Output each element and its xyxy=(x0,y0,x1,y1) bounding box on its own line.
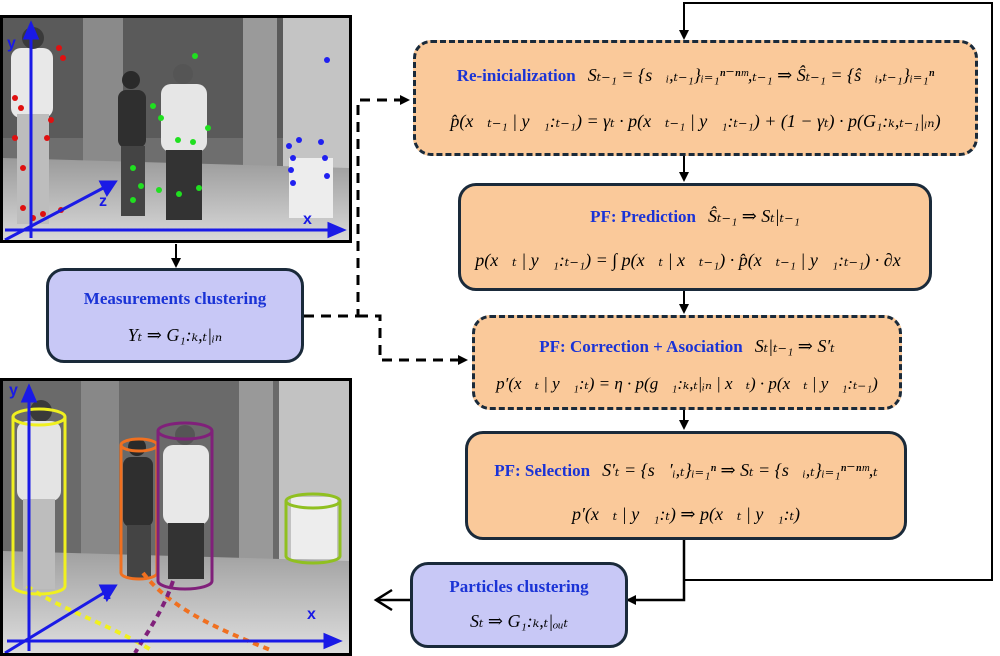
node-prediction: PF: Prediction Ŝₜ₋₁ ⇒ Sₜ|ₜ₋₁ p(x⃗ₜ | y⃗₁… xyxy=(458,183,932,291)
top-camera-frame: y x z xyxy=(0,15,352,243)
axis-label-z: z xyxy=(99,193,107,210)
node-title: PF: Prediction xyxy=(590,207,697,226)
box-object xyxy=(289,158,333,218)
axis-label-y: y xyxy=(7,35,16,52)
axis-label-x: x xyxy=(307,606,316,623)
node-equation-1: Sₜ ⇒ G₁:ₖ,ₜ|ₒᵤₜ xyxy=(469,611,569,631)
node-reinitialization: Re-inicialization Sₜ₋₁ = {s⃗ᵢ,ₜ₋₁}ᵢ₌₁ⁿ⁻ⁿ… xyxy=(413,40,978,156)
node-equation-1: Sₜ|ₜ₋₁ ⇒ S′ₜ xyxy=(754,336,835,356)
node-equation-1: Sₜ₋₁ = {s⃗ᵢ,ₜ₋₁}ᵢ₌₁ⁿ⁻ⁿᵐ,ₜ₋₁ ⇒ Ŝₜ₋₁ = {ŝ⃗… xyxy=(587,65,935,85)
trajectory-orange xyxy=(141,571,274,653)
node-correction: PF: Correction + Asociation Sₜ|ₜ₋₁ ⇒ S′ₜ… xyxy=(472,315,902,410)
top-frame-svg: y x z xyxy=(3,18,349,240)
node-measurements-clustering: Measurements clustering Yₜ ⇒ G₁:ₖ,ₜ|ᵢₙ xyxy=(46,268,304,363)
cylinder-purple xyxy=(156,421,214,591)
node-title: PF: Correction + Asociation xyxy=(539,337,743,356)
node-equation-2: p′(x⃗ₜ | y⃗₁:ₜ) = η · p(g⃗₁:ₖ,ₜ|ᵢₙ | x⃗ₜ… xyxy=(496,374,878,393)
node-title: Re-inicialization xyxy=(456,66,576,85)
axes-3d xyxy=(4,383,343,653)
node-equation-2: p′(x⃗ₜ | y⃗₁:ₜ) ⇒ p(x⃗ₜ | y⃗₁:ₜ) xyxy=(571,504,801,524)
bottom-frame-svg: y x z xyxy=(3,381,349,653)
person-dark xyxy=(118,90,146,148)
node-particles-clustering: Particles clustering Sₜ ⇒ G₁:ₖ,ₜ|ₒᵤₜ xyxy=(410,562,628,648)
node-equation-2: p(x⃗ₜ | y⃗₁:ₜ₋₁) = ∫ p(x⃗ₜ | x⃗ₜ₋₁) · p̂… xyxy=(475,250,915,270)
green-measurements xyxy=(130,53,211,203)
arrow-selection-to-particles xyxy=(626,540,686,605)
node-equation-1: Ŝₜ₋₁ ⇒ Sₜ|ₜ₋₁ xyxy=(708,206,800,226)
person-white xyxy=(161,84,207,152)
node-title: Particles clustering xyxy=(449,577,589,596)
axis-label-x: x xyxy=(303,211,312,228)
node-equation-1: S′ₜ = {s⃗′ᵢ,ₜ}ᵢ₌₁ⁿ ⇒ Sₜ = {s⃗ᵢ,ₜ}ᵢ₌₁ⁿ⁻ⁿᵐ… xyxy=(602,460,878,480)
node-selection: PF: Selection S′ₜ = {s⃗′ᵢ,ₜ}ᵢ₌₁ⁿ ⇒ Sₜ = … xyxy=(465,431,907,540)
node-equation-1: Yₜ ⇒ G₁:ₖ,ₜ|ᵢₙ xyxy=(127,325,223,345)
dashed-arrow-to-correction xyxy=(358,314,468,365)
axis-label-y: y xyxy=(9,382,18,399)
bottom-camera-frame: y x z xyxy=(0,378,352,656)
cylinder-green xyxy=(284,492,342,565)
node-equation-2: p̂(x⃗ₜ₋₁ | y⃗₁:ₜ₋₁) = γₜ · p(x⃗ₜ₋₁ | y⃗₁… xyxy=(450,111,941,131)
node-title: PF: Selection xyxy=(494,461,591,480)
node-title: Measurements clustering xyxy=(83,289,267,308)
axis-label-z: z xyxy=(103,586,111,603)
cylinder-yellow xyxy=(11,407,67,596)
